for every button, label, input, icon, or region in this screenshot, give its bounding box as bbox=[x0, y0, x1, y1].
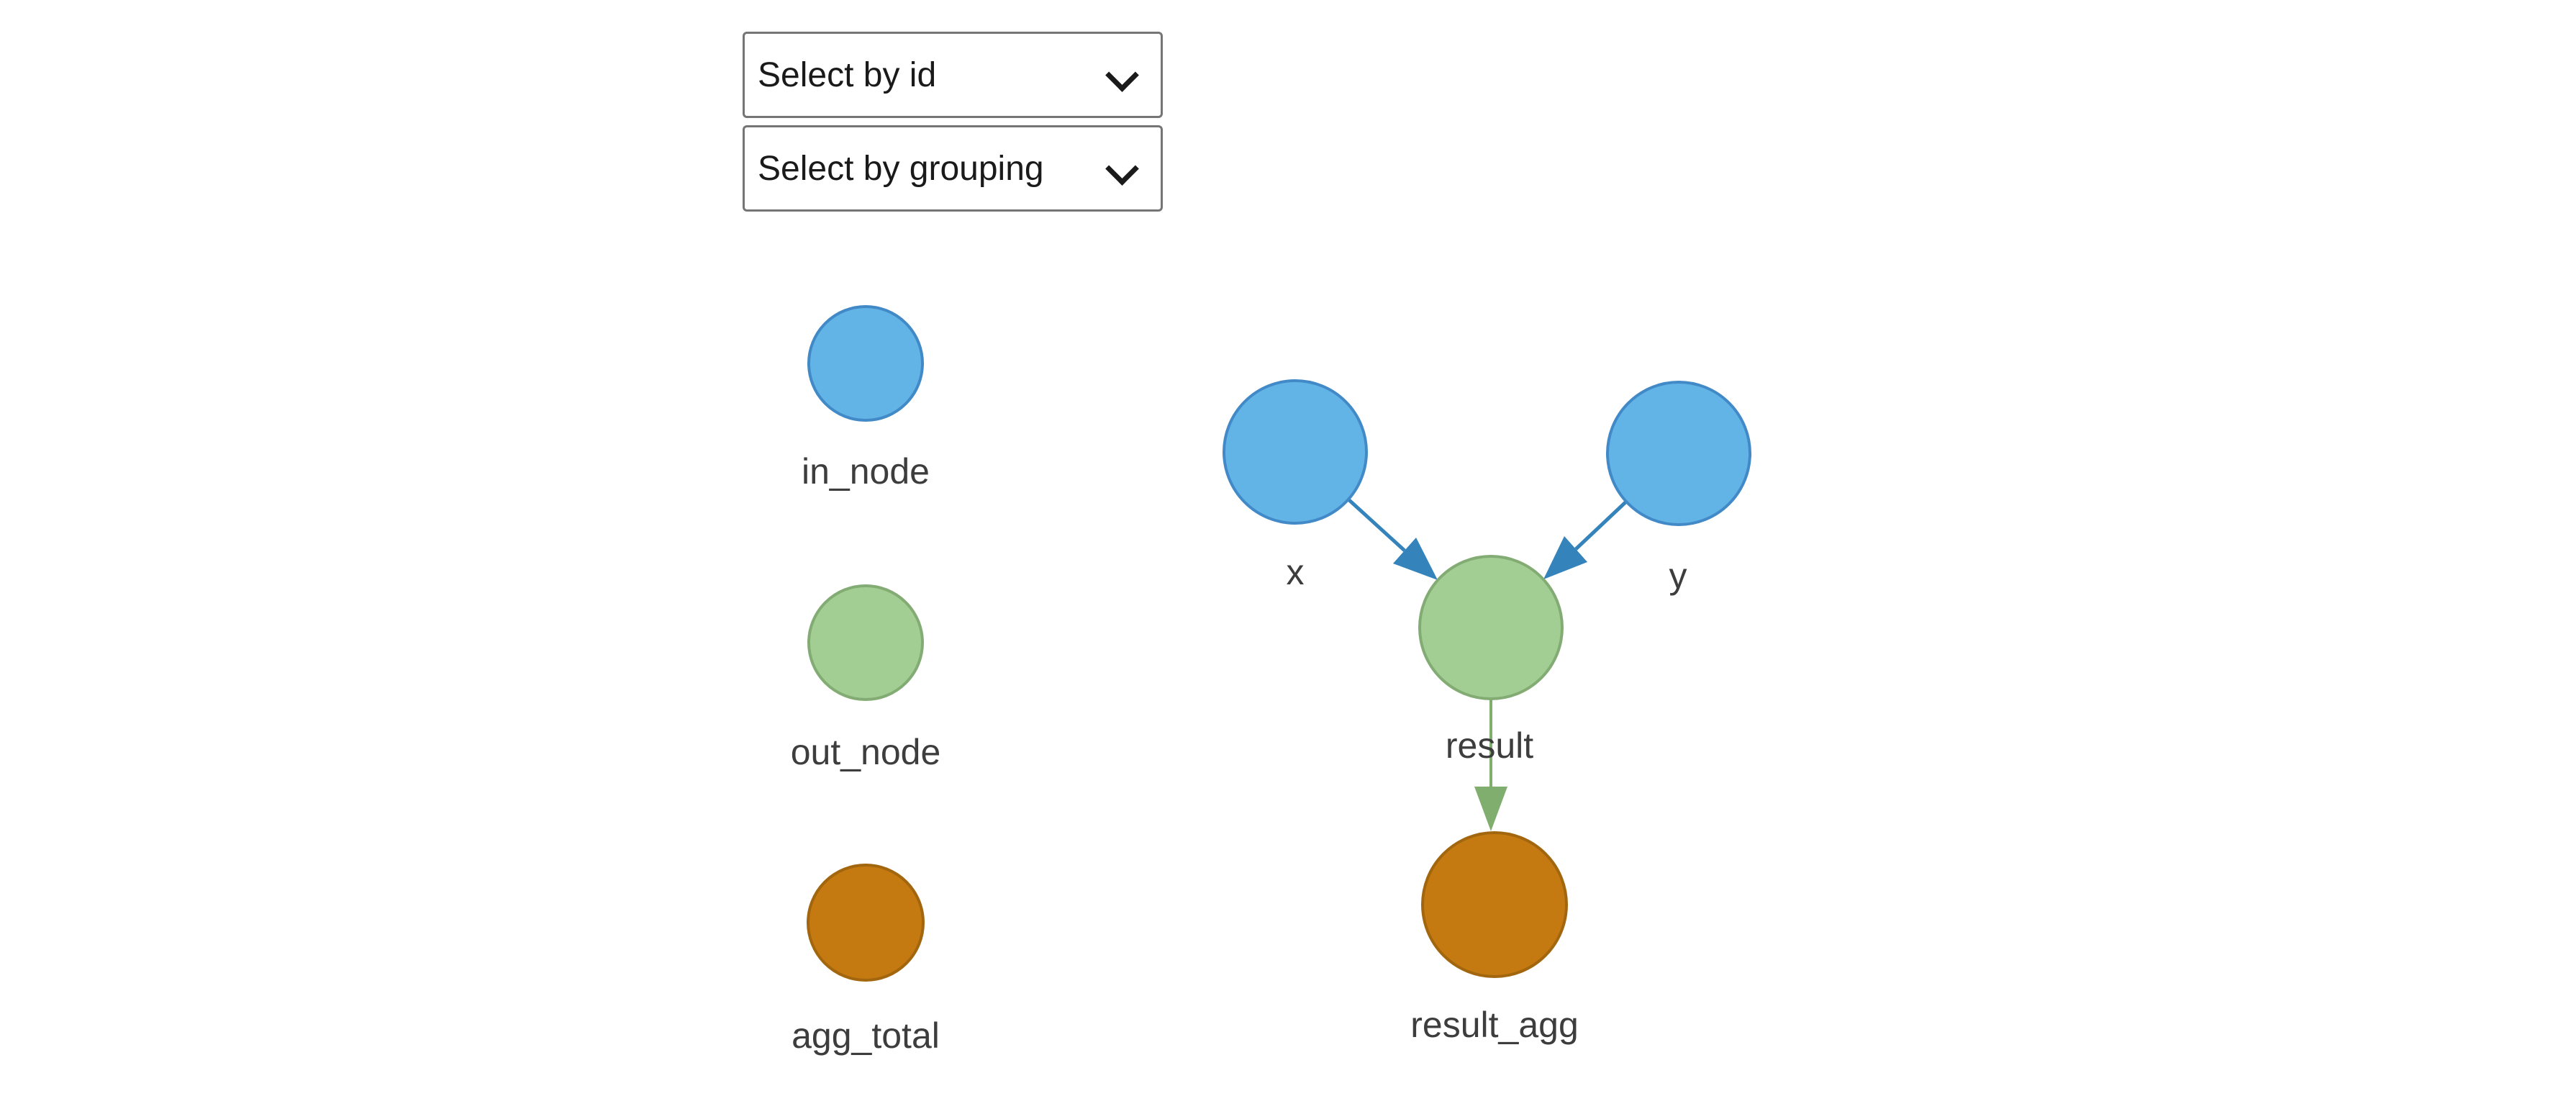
edge-result-resultagg-arrowhead-icon bbox=[1474, 787, 1507, 831]
edge-y-result-line bbox=[1574, 500, 1628, 551]
legend-label-out-node: out_node bbox=[791, 732, 941, 772]
legend-swatch-in-node bbox=[807, 305, 924, 422]
legend-label-agg-total: agg_total bbox=[792, 1015, 940, 1056]
edge-x-result bbox=[1347, 498, 1438, 580]
select-by-id-wrapper: Select by id bbox=[743, 32, 1163, 118]
edge-y-result-arrowhead-icon bbox=[1543, 536, 1587, 579]
node-x[interactable] bbox=[1223, 379, 1368, 525]
edge-x-result-line bbox=[1347, 498, 1406, 552]
node-x-label: x bbox=[1287, 552, 1305, 592]
edge-y-result bbox=[1543, 500, 1628, 579]
edge-result-resultagg bbox=[1474, 699, 1507, 831]
node-result[interactable] bbox=[1418, 555, 1564, 700]
select-by-grouping-wrapper: Select by grouping bbox=[743, 125, 1163, 212]
select-by-grouping-dropdown[interactable]: Select by grouping bbox=[743, 125, 1163, 212]
node-result-agg-label: result_agg bbox=[1410, 1005, 1579, 1045]
edge-x-result-arrowhead-icon bbox=[1393, 538, 1438, 580]
legend: in_node out_node agg_total bbox=[791, 305, 941, 1056]
node-result-agg[interactable] bbox=[1421, 831, 1568, 978]
node-y[interactable] bbox=[1606, 381, 1751, 526]
legend-swatch-agg-total bbox=[807, 864, 925, 982]
legend-swatch-out-node bbox=[807, 584, 924, 701]
node-result-label: result bbox=[1446, 725, 1533, 766]
node-y-label: y bbox=[1669, 556, 1687, 596]
select-by-id-dropdown[interactable]: Select by id bbox=[743, 32, 1163, 118]
legend-label-in-node: in_node bbox=[802, 451, 930, 492]
